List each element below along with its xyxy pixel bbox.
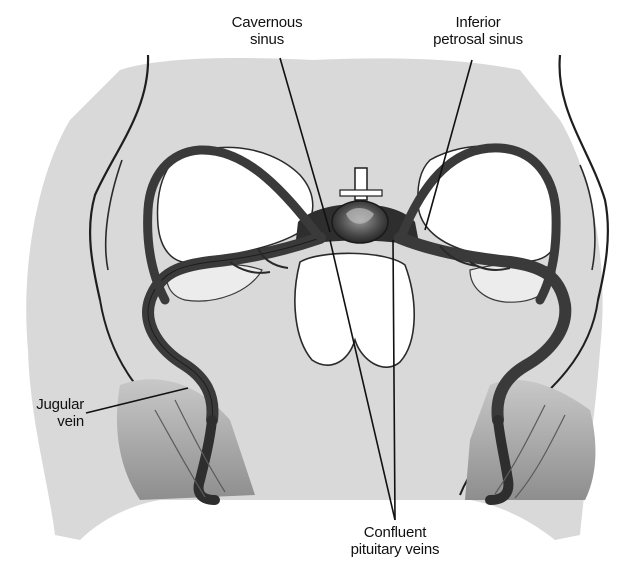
stalk-cap [340,190,382,196]
label-confluent-pituitary-veins: Confluent pituitary veins [330,524,460,558]
label-cavernous-sinus: Cavernous sinus [207,14,327,48]
label-inferior-petrosal-sinus: Inferior petrosal sinus [392,14,564,48]
label-jugular-vein: Jugular vein [14,396,84,430]
